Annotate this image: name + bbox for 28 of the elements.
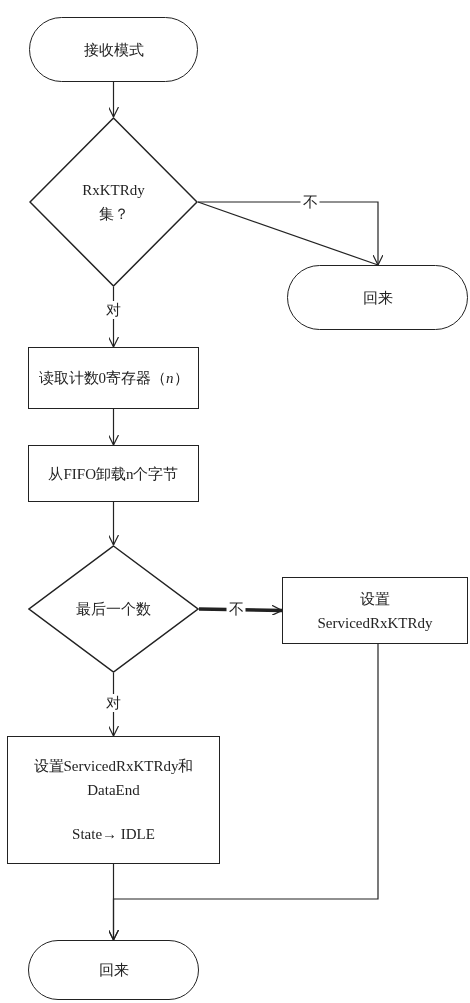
process-box <box>7 736 220 864</box>
node-text: State→ IDLE <box>72 825 155 844</box>
node-text: 回来 <box>362 288 393 308</box>
edge-label: 对 <box>103 301 123 319</box>
process-box <box>28 445 199 502</box>
arrow <box>107 501 120 546</box>
edge-label: 不 <box>226 600 246 618</box>
decision-diamond <box>28 545 199 673</box>
process-box <box>282 577 468 644</box>
arrow <box>198 604 283 616</box>
arrow <box>107 81 120 118</box>
edge-label: 对 <box>103 694 123 712</box>
node-text: 设置ServicedRxKTRdy和DataEnd <box>32 757 195 800</box>
node-text: 读取计数0寄存器（n） <box>38 369 189 388</box>
decision-diamond <box>29 117 198 287</box>
edge-label: 不 <box>300 193 320 211</box>
node-text: 从FIFO卸载n个字节 <box>48 464 179 484</box>
node-text: 设置ServicedRxKTRdy <box>316 589 434 633</box>
node-text: 接收模式 <box>83 40 144 60</box>
node-text: 回来 <box>98 961 129 980</box>
arrow <box>107 643 379 941</box>
terminal-node <box>28 940 199 1000</box>
arrow <box>107 408 120 446</box>
process-box <box>28 347 199 409</box>
arrow <box>107 672 120 737</box>
node-text: 最后一个数 <box>76 600 151 619</box>
node-text: RxKTRdy集？ <box>81 181 146 224</box>
arrow <box>107 286 120 348</box>
